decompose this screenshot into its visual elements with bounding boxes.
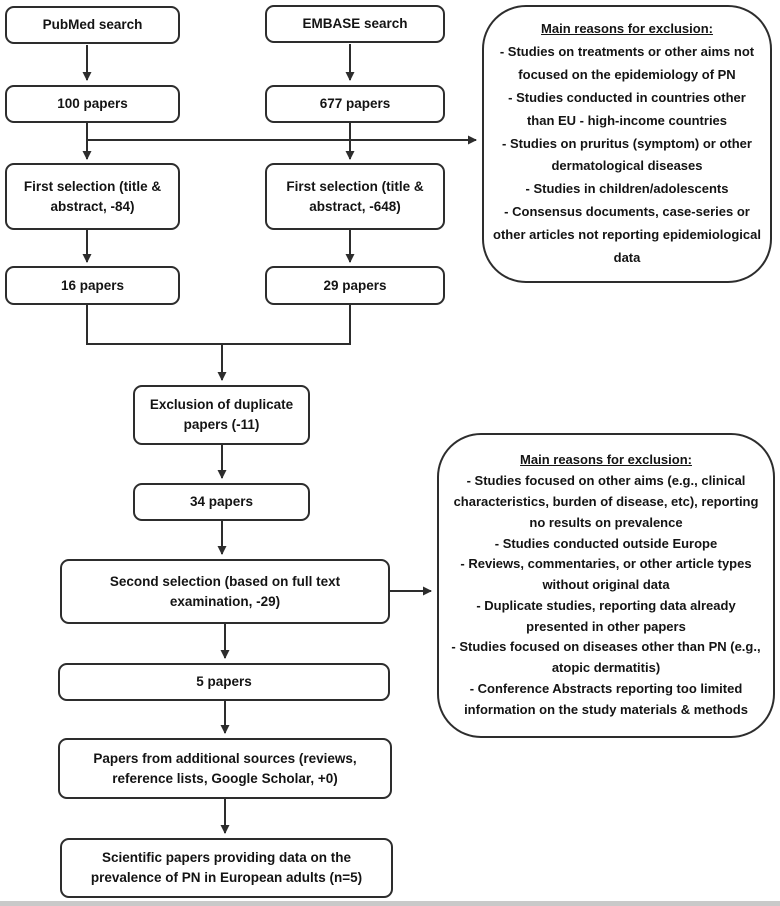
node-16-papers: 16 papers [5, 266, 180, 305]
node-additional-sources: Papers from additional sources (reviews,… [58, 738, 392, 799]
node-duplicate-exclusion: Exclusion of duplicate papers (-11) [133, 385, 310, 445]
node-label: Second selection (based on full text exa… [109, 573, 341, 609]
node-label: Scientific papers providing data on the … [90, 850, 363, 885]
node-label: 677 papers [319, 96, 391, 112]
exclusion-item: - Conference Abstracts reporting too lim… [464, 681, 748, 717]
node-embase-search: EMBASE search [265, 5, 445, 43]
exclusion-item: - Consensus documents, case-series or ot… [493, 204, 761, 265]
node-label: 5 papers [196, 674, 252, 690]
exclusion-item: - Studies in children/adolescents [525, 181, 729, 197]
node-label: EMBASE search [302, 16, 408, 32]
node-label: Papers from additional sources (reviews,… [93, 750, 357, 786]
node-first-selection-embase: First selection (title & abstract, -648) [265, 163, 445, 230]
node-5-papers: 5 papers [58, 663, 390, 701]
merge-arrow-to-duplicate-exclusion [86, 305, 351, 380]
node-pubmed-search: PubMed search [5, 6, 180, 44]
exclusion-box-1-title: Main reasons for exclusion: [541, 21, 713, 37]
exclusion-box-2: Main reasons for exclusion: - Studies fo… [437, 433, 775, 738]
node-label: PubMed search [42, 17, 143, 33]
node-label: 34 papers [189, 494, 254, 510]
node-label: First selection (title & abstract, -84) [23, 178, 162, 214]
node-final-papers: Scientific papers providing data on the … [60, 838, 393, 898]
node-34-papers: 34 papers [133, 483, 310, 521]
node-label: 29 papers [323, 277, 387, 293]
exclusion-item: - Studies conducted outside Europe [494, 535, 718, 551]
exclusion-item: - Studies conducted in countries other t… [508, 89, 746, 128]
node-29-papers: 29 papers [265, 266, 445, 305]
exclusion-box-1: Main reasons for exclusion: - Studies on… [482, 5, 772, 283]
exclusion-item: - Studies focused on diseases other than… [451, 639, 761, 676]
node-label: 16 papers [60, 277, 125, 293]
node-677-papers: 677 papers [265, 85, 445, 123]
exclusion-item: - Studies on pruritus (symptom) or other… [502, 135, 752, 174]
node-second-selection: Second selection (based on full text exa… [60, 559, 390, 624]
node-label: Exclusion of duplicate papers (-11) [149, 397, 294, 432]
node-label: 100 papers [57, 96, 128, 112]
exclusion-box-2-title: Main reasons for exclusion: [520, 452, 692, 468]
scan-edge-strip [0, 901, 780, 906]
node-first-selection-pubmed: First selection (title & abstract, -84) [5, 163, 180, 230]
exclusion-item: - Duplicate studies, reporting data alre… [476, 597, 736, 634]
exclusion-item: - Reviews, commentaries, or other articl… [460, 556, 752, 593]
node-label: First selection (title & abstract, -648) [286, 178, 424, 214]
exclusion-item: - Studies on treatments or other aims no… [499, 44, 755, 82]
exclusion-item: - Studies focused on other aims (e.g., c… [453, 473, 759, 530]
node-100-papers: 100 papers [5, 85, 180, 123]
